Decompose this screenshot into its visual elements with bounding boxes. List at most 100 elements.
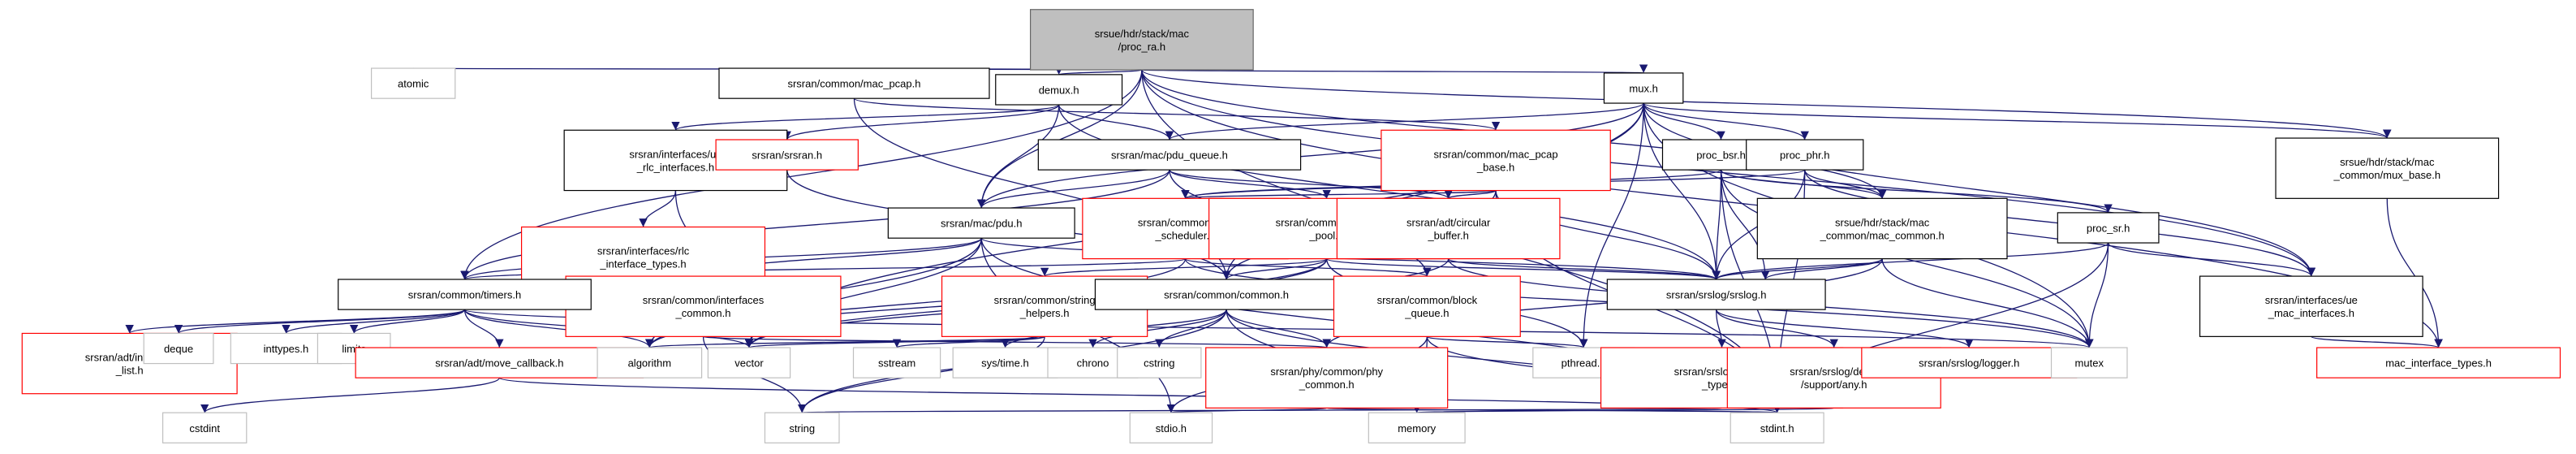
node-box	[1381, 129, 1611, 192]
edge-proc-bsr-to-map	[1720, 170, 1770, 280]
node-mac-pcap-base[interactable]: srsran/common/mac_pcap_base.h	[1381, 129, 1611, 192]
node-box	[1730, 412, 1824, 443]
edge-root-to-mux	[1141, 63, 1645, 74]
node-phy-common[interactable]: srsran/phy/common/phy_common.h	[1205, 347, 1449, 409]
node-box	[764, 412, 840, 443]
node-label: stdio.h	[1156, 422, 1187, 435]
node-mac-pcap[interactable]: srsran/common/mac_pcap.h	[718, 67, 990, 99]
node-proc-phr[interactable]: proc_phr.h	[1746, 139, 1864, 171]
edge-demux-to-srslog	[1058, 104, 1721, 280]
node-label: string	[789, 422, 815, 435]
edge-root-to-mac-interfaces	[1141, 69, 2315, 277]
node-box	[707, 347, 791, 378]
node-label: srsran/srslog/logger.h	[1919, 357, 2019, 370]
edge-mac-common-to-map	[1760, 257, 1883, 280]
node-mac-common[interactable]: srsue/hdr/stack/mac_common/mac_common.h	[1756, 197, 2008, 260]
node-box	[1037, 139, 1302, 171]
node-logger[interactable]: srsran/srslog/logger.h	[1861, 347, 2078, 378]
edge-common-h-to-cstring	[1155, 309, 1227, 348]
edge-srslog-to-logger	[1716, 309, 1974, 348]
node-label: srsran/common/common.h	[1164, 289, 1289, 301]
node-label: _common/mux_base.h	[2333, 169, 2441, 181]
edge-pdu-queue-to-timers	[460, 170, 1170, 280]
node-box	[1746, 139, 1864, 171]
node-label: pthread.h	[1562, 357, 1606, 370]
node-box	[715, 139, 859, 171]
edge-mux-base-to-mac-if-types	[2386, 198, 2443, 348]
node-root[interactable]: srsue/hdr/stack/mac/proc_ra.h	[1029, 9, 1254, 71]
node-label: srsran/interfaces/ue	[2265, 294, 2358, 306]
edge-circ-buffer-to-srslog	[1447, 257, 1721, 280]
node-block-queue[interactable]: srsran/common/block_queue.h	[1333, 275, 1521, 337]
node-timers[interactable]: srsran/common/timers.h	[338, 279, 592, 310]
edge-mux-to-mac-pdu	[977, 102, 1644, 209]
node-cstdint: cstdint	[162, 412, 248, 443]
edge-mux-to-mac-interfaces	[1643, 103, 2315, 277]
node-mac-if-types[interactable]: mac_interface_types.h	[2316, 347, 2561, 378]
node-label: srsue/hdr/stack/mac	[1095, 28, 1190, 40]
node-sstream: sstream	[852, 347, 941, 378]
node-box	[597, 347, 703, 378]
node-box	[718, 67, 990, 99]
node-label: _rlc_interfaces.h	[636, 161, 714, 173]
node-move-cb[interactable]: srsran/adt/move_callback.h	[355, 347, 644, 378]
node-vector: vector	[707, 347, 791, 378]
node-label: _buffer.h	[1427, 229, 1468, 241]
edge-timers-to-move-cb	[463, 309, 504, 348]
node-box	[995, 74, 1123, 106]
node-label: srsran/phy/common/phy	[1270, 365, 1383, 378]
edge-task-sched-to-block-queue	[1184, 257, 1432, 277]
node-box	[1336, 197, 1561, 260]
node-label: _pool.h	[1308, 229, 1344, 241]
node-label: srsran/common/mac_pcap	[1433, 148, 1557, 160]
edge-root-to-demux	[1054, 66, 1143, 76]
node-label: srsran/adt/move_callback.h	[435, 357, 563, 370]
node-box	[852, 347, 941, 378]
node-string: string	[764, 412, 840, 443]
node-label: _base.h	[1476, 161, 1514, 173]
edge-buffer-pool-to-srslog	[1326, 257, 1721, 280]
node-label: _interface_types.h	[599, 258, 686, 270]
edge-demux-to-pdu-queue	[1058, 104, 1174, 141]
node-label: sstream	[878, 357, 915, 370]
node-mac-interfaces[interactable]: srsran/interfaces/ue_mac_interfaces.h	[2199, 275, 2423, 337]
node-label: srsran/srslog/srslog.h	[1666, 289, 1767, 301]
node-pdu-queue[interactable]: srsran/mac/pdu_queue.h	[1037, 139, 1302, 171]
edge-buffer-pool-to-string-helpers	[1040, 257, 1328, 277]
node-label: demux.h	[1039, 84, 1079, 96]
node-box	[1029, 9, 1254, 71]
edge-srslog-to-shared-types	[1716, 309, 1726, 348]
node-proc-sr[interactable]: proc_sr.h	[2057, 212, 2160, 244]
node-srsran-h[interactable]: srsran/srsran.h	[715, 139, 859, 171]
edge-root-to-mac-pdu	[977, 69, 1143, 209]
node-box	[565, 275, 842, 337]
node-if-common[interactable]: srsran/common/interfaces_common.h	[565, 275, 842, 337]
node-label: _list.h	[115, 365, 144, 377]
edge-timers-to-inttypes	[282, 309, 466, 335]
node-circ-buffer[interactable]: srsran/adt/circular_buffer.h	[1336, 197, 1561, 260]
node-mac-pdu[interactable]: srsran/mac/pdu.h	[887, 207, 1075, 239]
node-box	[355, 347, 644, 378]
node-mux-base[interactable]: srsue/hdr/stack/mac_common/mux_base.h	[2275, 137, 2500, 199]
edge-timers-to-algorithm	[463, 309, 654, 348]
node-box	[1368, 412, 1466, 443]
node-mux[interactable]: mux.h	[1603, 72, 1684, 104]
node-label: srsran/srsran.h	[752, 149, 822, 162]
node-srslog[interactable]: srsran/srslog/srslog.h	[1606, 279, 1826, 310]
node-label: chrono	[1077, 357, 1109, 370]
node-mutex: mutex	[2050, 347, 2128, 378]
node-box	[2199, 275, 2423, 337]
node-demux[interactable]: demux.h	[995, 74, 1123, 106]
edge-timers-to-limits	[350, 309, 466, 334]
node-box	[371, 67, 456, 99]
node-common-h[interactable]: srsran/common/common.h	[1094, 279, 1359, 310]
node-box	[1129, 412, 1213, 443]
node-label: proc_bsr.h	[1696, 149, 1746, 162]
edge-mux-to-pdu-queue	[1165, 102, 1644, 141]
node-label: _common/mac_common.h	[1820, 229, 1945, 241]
edge-mux-to-proc-bsr	[1643, 102, 1725, 141]
edge-root-to-timers	[460, 69, 1143, 280]
node-algorithm: algorithm	[597, 347, 703, 378]
